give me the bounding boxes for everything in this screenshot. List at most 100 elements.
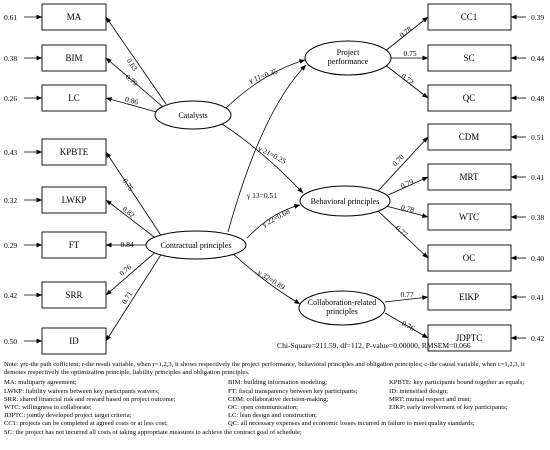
abbreviation-bim: BIM: building information modeling; <box>228 379 328 387</box>
indicator-id: ID 0.50 <box>4 327 107 355</box>
indicator-lwkp: LWKP 0.32 <box>4 186 107 214</box>
abbreviation-cc1: CC1: projects can be completed at agreed… <box>4 420 168 428</box>
error-value-lc: 0.26 <box>4 94 17 103</box>
indicator-label-lc: LC <box>68 93 80 103</box>
loading-arrow-jdptc <box>384 312 429 339</box>
factor-behavioral-principles: Behavioral principles <box>299 185 391 217</box>
indicator-label-ft: FT <box>69 240 80 250</box>
loading-arrow-oc <box>377 210 429 259</box>
loading-arrow-cdm <box>377 136 429 192</box>
abbreviation-cdm: CDM: collaborative decision-making; <box>228 395 329 403</box>
error-value-oc: 0.40 <box>531 254 544 263</box>
loading-value-mrt: 0.79 <box>399 177 415 191</box>
factor-label-catalysts: Catalysts <box>178 111 207 120</box>
loading-arrow-cc1 <box>383 16 429 53</box>
left-factors: Catalysts Contractual principles <box>145 100 247 260</box>
indicator-label-eikp: EIKP <box>459 292 479 302</box>
indicator-ft: FT 0.29 <box>4 231 107 259</box>
right-factors: Project performance Behavioral principle… <box>298 40 392 326</box>
abbreviation-row: LWKP: liability waivers between key part… <box>4 388 548 396</box>
indicator-oc: OC 0.40 <box>427 244 544 272</box>
diagram-notes: Note: γrc-the path cofficient; r-the res… <box>4 361 548 437</box>
factor-label-performance-line1: Project <box>337 48 360 57</box>
path-arrow-contractual-performance <box>227 64 307 233</box>
factor-label-behavioral: Behavioral principles <box>311 197 380 206</box>
indicator-label-jdptc: JDPTC <box>456 333 483 343</box>
loading-value-jdptc: 0.76 <box>400 319 416 333</box>
abbreviation-ft: FT: fiscal transparency between key part… <box>228 387 358 395</box>
indicator-sc: SC 0.44 <box>427 44 544 72</box>
abbreviation-srr: SRR: shared financial risk and reward ba… <box>4 395 176 403</box>
indicator-jdptc: JDPTC 0.42 <box>427 324 544 352</box>
loading-value-ma: 0.63 <box>125 57 140 73</box>
path-arrow-contractual-behavioral <box>246 204 301 239</box>
path-labels: γ 11=0.35 γ 21=0.25 γ 13=0.51 γ 22=0.68 … <box>246 66 291 292</box>
loading-value-id: 0.71 <box>120 290 135 306</box>
indicator-label-bim: BIM <box>65 53 82 63</box>
loading-value-cdm: 0.70 <box>390 152 406 168</box>
error-value-ma: 0.61 <box>4 13 17 22</box>
loading-value-wtc: 0.78 <box>400 203 415 215</box>
loading-arrow-id <box>105 252 163 342</box>
abbreviation-sc: SC: the project has not incurred all cos… <box>4 428 302 436</box>
factor-label-collaboration-line1: Collaboration-related <box>308 298 376 307</box>
factor-collaboration-related-principles: Collaboration-related principles <box>298 290 386 326</box>
loading-value-bim: 0.79 <box>124 72 140 87</box>
indicator-label-lwkp: LWKP <box>62 195 87 205</box>
error-value-eikp: 0.41 <box>531 293 544 302</box>
loading-arrow-ma <box>105 16 167 105</box>
path-arrow-contractual-collaboration <box>230 251 301 305</box>
loading-arrow-mrt <box>385 176 429 197</box>
loading-value-ft: 0.84 <box>120 240 133 249</box>
indicator-label-id: ID <box>69 336 79 346</box>
factor-label-performance-line2: performance <box>328 57 369 66</box>
path-label-g32: γ 32=0.89 <box>255 268 286 292</box>
loading-value-srr: 0.76 <box>117 262 133 277</box>
abbreviation-row: JDPTC: jointly developed project target … <box>4 412 548 420</box>
indicator-kpbte: KPBTE 0.43 <box>4 138 107 166</box>
indicator-mrt: MRT 0.41 <box>427 163 544 191</box>
indicator-eikp: EIKP 0.41 <box>427 283 544 311</box>
abbreviation-row: CC1: projects can be completed at agreed… <box>4 420 548 428</box>
loading-arrow-qc <box>383 63 429 99</box>
factor-catalysts: Catalysts <box>154 100 232 130</box>
indicator-qc: QC 0.48 <box>427 84 544 112</box>
path-label-g13: γ 13=0.51 <box>246 191 277 200</box>
loading-value-eikp: 0.77 <box>400 290 413 299</box>
abbreviation-kpbte: KPBTE: key participants bound together a… <box>389 379 525 387</box>
path-arrow-catalysts-performance <box>225 59 306 109</box>
loading-value-sc: 0.75 <box>403 49 416 58</box>
indicator-label-cc1: CC1 <box>461 12 478 22</box>
abbreviation-id: ID: intensified design; <box>389 387 448 395</box>
indicator-ma: MA 0.61 <box>4 3 107 31</box>
indicator-srr: SRR 0.42 <box>4 281 107 309</box>
abbreviation-row: MA: multiparty agreement; BIM: building … <box>4 379 548 387</box>
left-indicators: MA 0.61 BIM 0.38 LC 0.26 KPBTE 0.43 LWKP… <box>4 3 107 355</box>
loading-value-oc: 0.77 <box>394 223 410 239</box>
model-fit-statistics: Chi-Square=211.59, df=112, P-value=0.000… <box>277 341 471 350</box>
error-value-cdm: 0.51 <box>531 133 544 142</box>
path-label-g22: γ 22=0.68 <box>260 207 292 230</box>
loading-value-cc1: 0.78 <box>398 24 414 39</box>
error-value-id: 0.50 <box>4 337 17 346</box>
factor-label-contractual: Contractual principles <box>161 241 232 250</box>
indicator-label-kpbte: KPBTE <box>60 147 89 157</box>
abbreviation-ma: MA: multiparty agreement; <box>4 379 77 387</box>
abbreviation-list: MA: multiparty agreement; BIM: building … <box>4 379 548 436</box>
indicator-cdm: CDM 0.51 <box>427 123 544 151</box>
notes-intro: Note: γrc-the path cofficient; r-the res… <box>4 361 525 377</box>
indicator-label-oc: OC <box>463 253 476 263</box>
abbreviation-lc: LC: lean design and construction; <box>228 412 317 420</box>
right-indicators: CC1 0.39 SC 0.44 QC 0.48 CDM 0.51 MRT 0.… <box>427 3 544 352</box>
loading-value-lwkp: 0.82 <box>121 204 137 219</box>
abbreviation-qc: QC: all necessary expenses and economic … <box>228 420 475 428</box>
error-value-jdptc: 0.42 <box>531 334 544 343</box>
indicator-label-wtc: WTC <box>459 212 479 222</box>
abbreviation-lwkp: LWKP: liability waivers between key part… <box>4 387 160 395</box>
abbreviation-mrt: MRT: mutual respect and trust; <box>389 395 472 403</box>
indicator-label-cdm: CDM <box>459 132 480 142</box>
path-label-g11: γ 11=0.35 <box>247 66 279 85</box>
factor-project-performance: Project performance <box>304 40 392 76</box>
indicator-lc: LC 0.26 <box>4 84 107 112</box>
loading-arrow-bim <box>105 57 164 108</box>
